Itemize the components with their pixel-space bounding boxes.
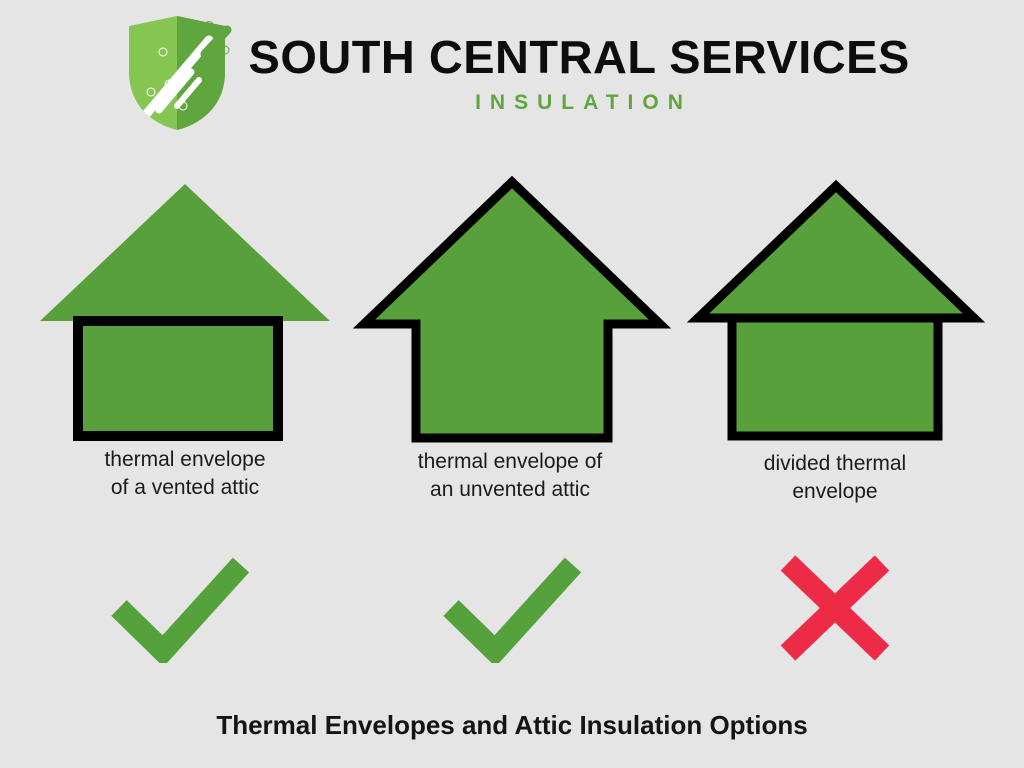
house-unvented-attic-icon xyxy=(352,176,672,443)
brand-header: SOUTH CENTRAL SERVICES INSULATION xyxy=(0,8,1024,138)
verdicts-row xyxy=(0,540,1024,675)
house-diagram-vented-attic xyxy=(30,176,350,446)
caption-divided-envelope: divided thermal envelope xyxy=(680,450,990,506)
caption-unvented-attic: thermal envelope of an unvented attic xyxy=(355,448,665,504)
check-icon xyxy=(111,557,250,663)
house-divided-envelope-icon xyxy=(686,179,986,441)
caption-line: thermal envelope xyxy=(104,448,266,471)
brand-name: SOUTH CENTRAL SERVICES xyxy=(248,30,910,83)
verdict-unvented-attic xyxy=(412,540,612,675)
verdict-vented-attic xyxy=(80,540,280,675)
house-captions-row: thermal envelope of a vented attic therm… xyxy=(0,446,1024,526)
house-diagrams-row xyxy=(0,176,1024,446)
house-diagram-unvented-attic xyxy=(352,176,672,446)
brand-wordmark: SOUTH CENTRAL SERVICES INSULATION xyxy=(248,34,909,114)
brand-subtitle: INSULATION xyxy=(475,90,692,114)
check-icon xyxy=(443,557,582,663)
caption-line: envelope xyxy=(792,480,878,503)
footer-title: Thermal Envelopes and Attic Insulation O… xyxy=(216,710,808,740)
cross-icon xyxy=(780,554,890,661)
house-diagram-divided-envelope xyxy=(676,176,996,446)
caption-line: of a vented attic xyxy=(110,476,260,499)
caption-line: an unvented attic xyxy=(430,478,590,501)
verdict-divided-envelope xyxy=(735,540,935,675)
caption-line: thermal envelope of xyxy=(417,450,603,473)
house-vented-attic-icon xyxy=(40,184,330,441)
shield-icon xyxy=(128,16,232,130)
caption-line: divided thermal xyxy=(763,452,907,475)
caption-vented-attic: thermal envelope of a vented attic xyxy=(30,446,340,502)
